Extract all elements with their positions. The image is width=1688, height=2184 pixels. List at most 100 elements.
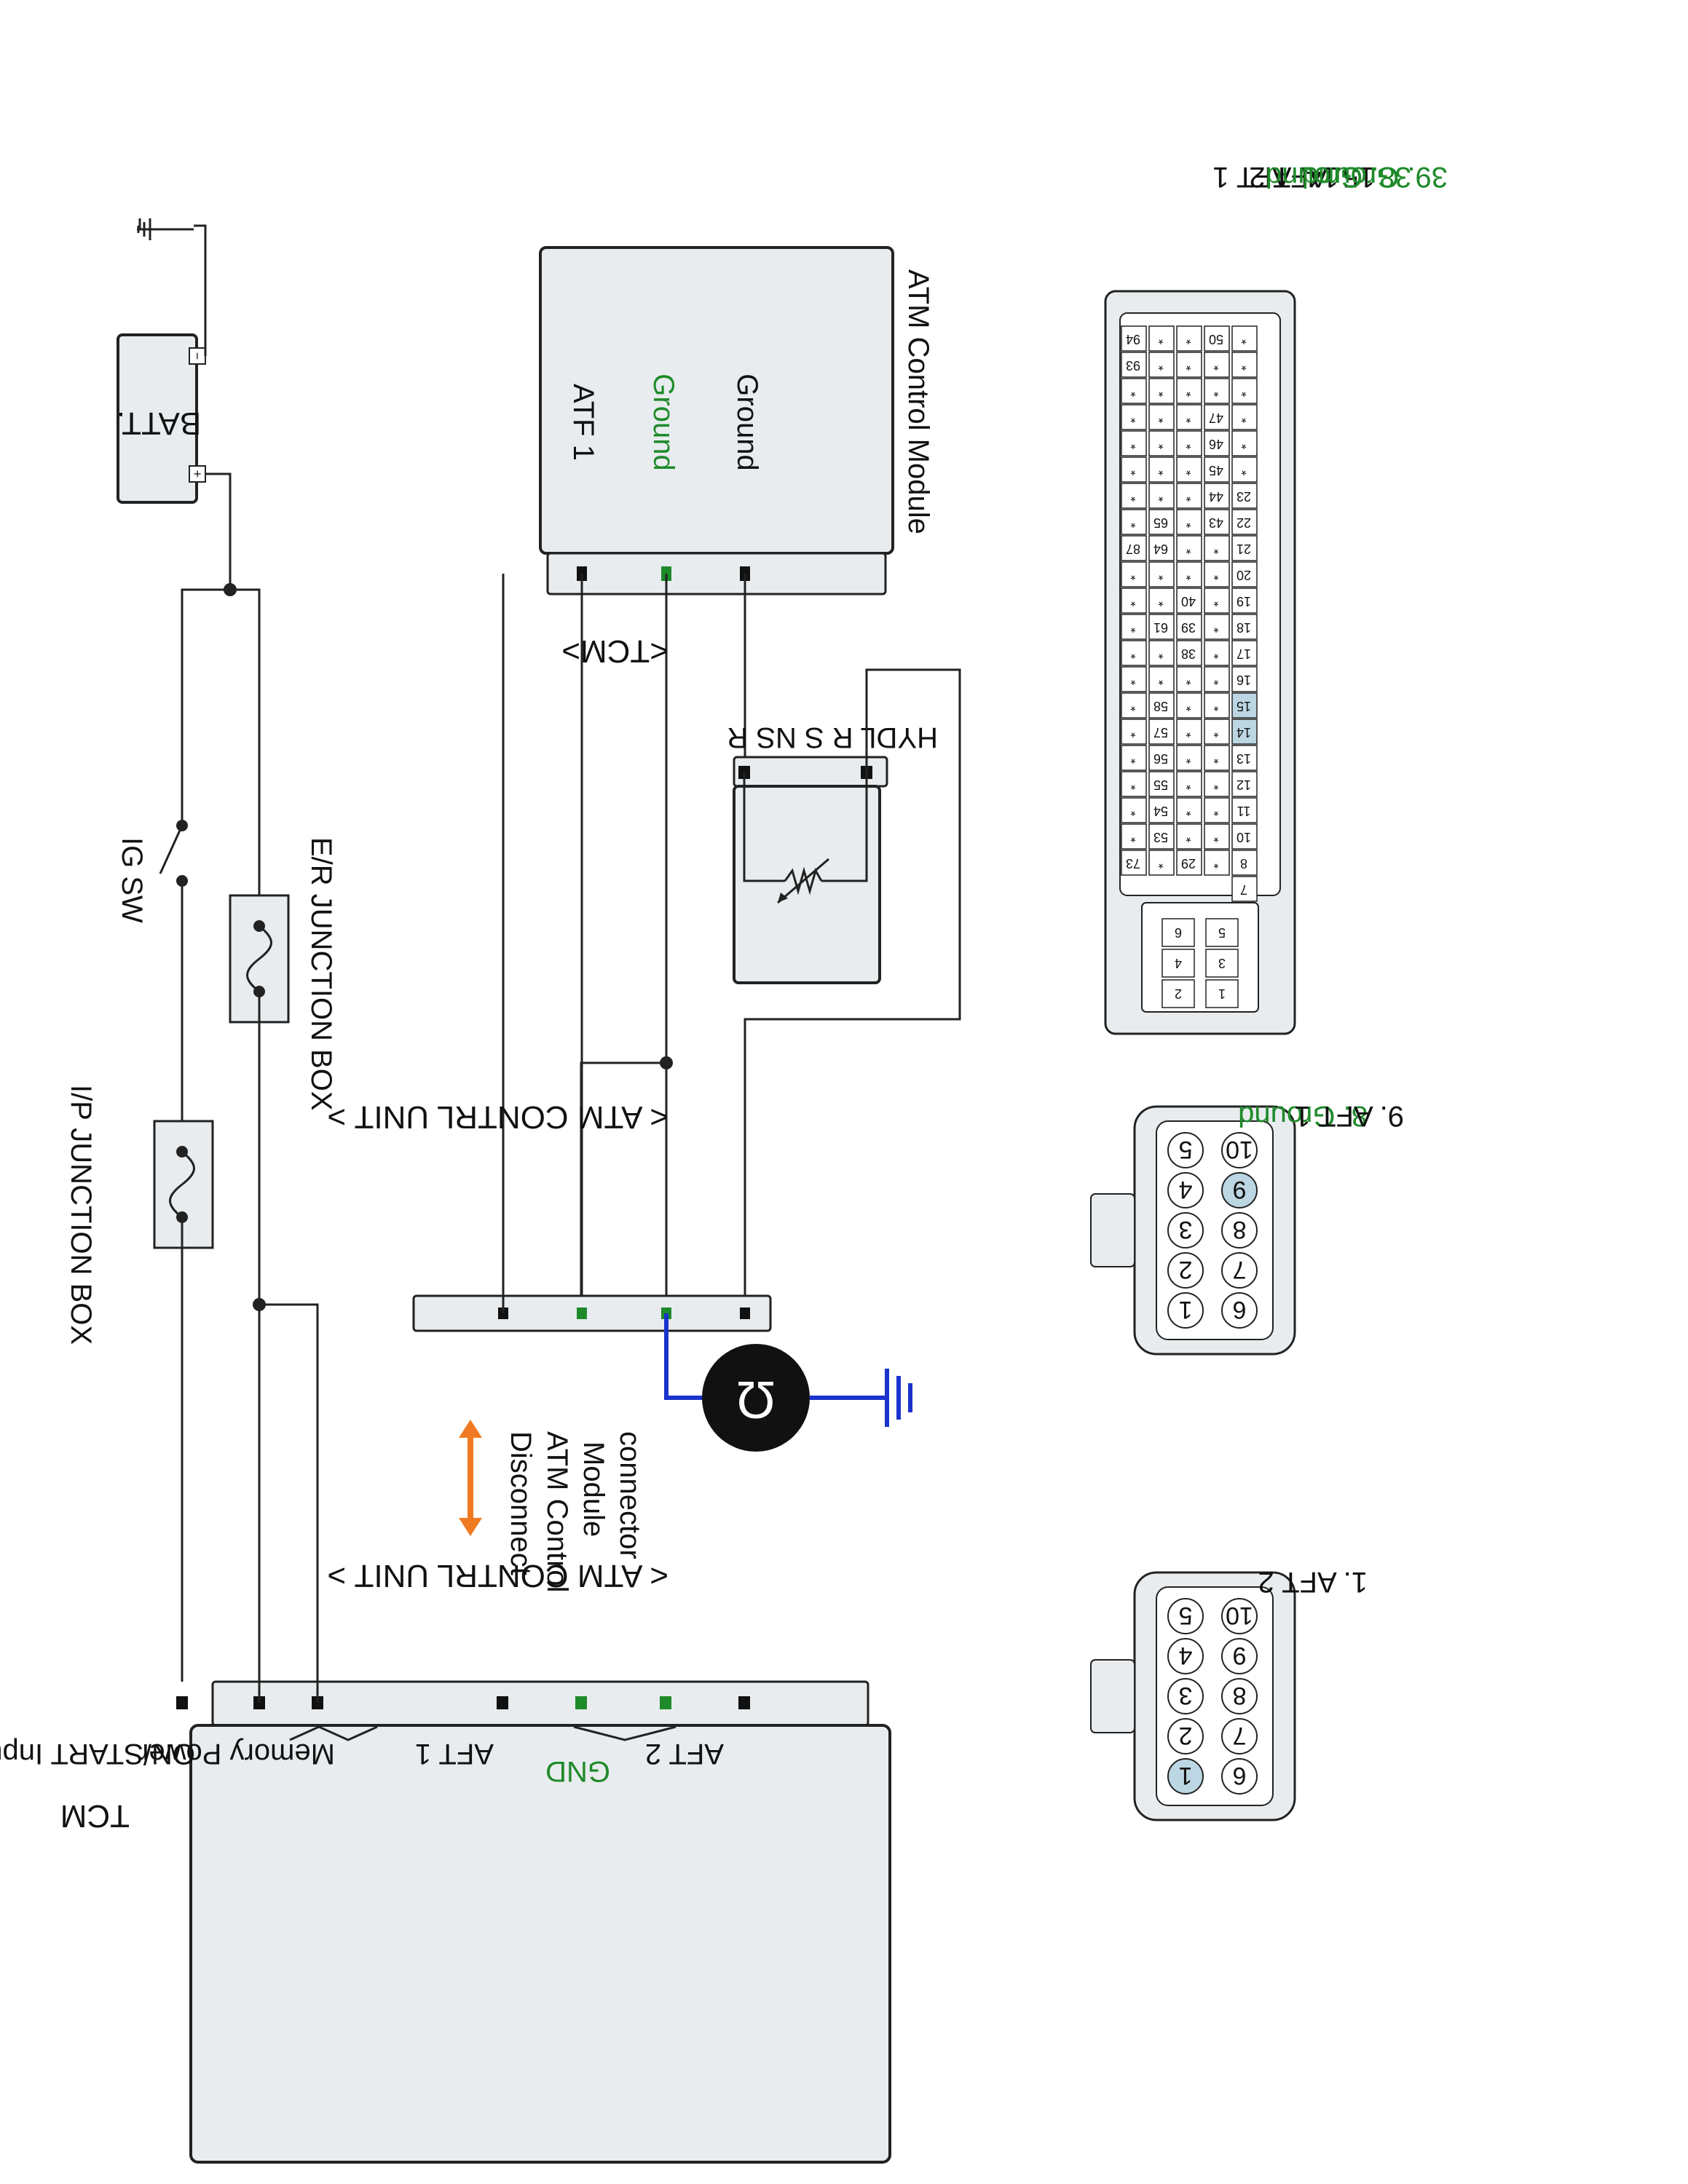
tcm-pin: * [1176, 719, 1202, 745]
atm-unit-pin: 5 [1167, 1598, 1204, 1634]
tcm-pin: * [1121, 561, 1147, 587]
tcm-pin: * [1204, 561, 1230, 587]
atm-unit-pin: 10 [1221, 1598, 1258, 1634]
svg-text:*: * [1186, 725, 1191, 740]
svg-text:94: 94 [1126, 332, 1140, 347]
svg-text:*: * [1186, 778, 1191, 792]
svg-text:*: * [1241, 358, 1246, 373]
tcm-pin: * [1148, 587, 1175, 614]
tcm-pin: * [1231, 352, 1258, 378]
svg-text:40: 40 [1181, 594, 1196, 609]
tcm-pin: 65 [1148, 509, 1175, 535]
svg-text:*: * [1158, 332, 1163, 347]
svg-text:43: 43 [1209, 515, 1223, 530]
svg-text:58: 58 [1153, 699, 1168, 713]
tcm-pin: * [1121, 719, 1147, 745]
svg-text:3: 3 [1179, 1682, 1193, 1709]
tcm-pin: * [1148, 561, 1175, 587]
tcm-pin: * [1204, 745, 1230, 771]
tcm-pin: * [1148, 430, 1175, 456]
svg-text:9: 9 [1233, 1176, 1247, 1203]
svg-text:29: 29 [1181, 856, 1196, 871]
atm-unit-b-title: < ATM CONTRL UNIT > [327, 1558, 669, 1594]
atm-unit-pin: 3 [1167, 1212, 1204, 1249]
svg-text:*: * [1213, 804, 1218, 818]
svg-text:*: * [1186, 699, 1191, 713]
svg-text:*: * [1213, 358, 1218, 373]
tcm-pin: * [1121, 378, 1147, 404]
svg-text:*: * [1158, 384, 1163, 399]
svg-text:10: 10 [1226, 1136, 1253, 1163]
disconnect-note: Disconnect ATM Control Module connector [459, 1420, 646, 1593]
svg-text:*: * [1186, 804, 1191, 818]
tcm-pin: 45 [1204, 456, 1230, 483]
tcm-pin-grid: 9493******87***********73*******6564**61… [1121, 325, 1258, 902]
tcm-power-pin: 3 [1205, 949, 1239, 978]
svg-text:*: * [1186, 515, 1191, 530]
svg-text:6: 6 [1233, 1296, 1247, 1324]
tcm-pin: 22 [1231, 509, 1258, 535]
tcm-pin: * [1148, 404, 1175, 430]
tcm-pin: 55 [1148, 771, 1175, 797]
tcm-pin: * [1121, 745, 1147, 771]
tcm-pin: 73 [1121, 850, 1147, 876]
svg-text:*: * [1186, 411, 1191, 425]
atm-module-title: ATM Control Module [902, 269, 934, 534]
svg-text:*: * [1130, 751, 1135, 766]
svg-text:10: 10 [1237, 830, 1251, 844]
svg-text:*: * [1213, 568, 1218, 582]
tcm-pin: * [1121, 587, 1147, 614]
svg-text:11: 11 [1237, 804, 1251, 818]
tcm-pin: * [1204, 850, 1230, 876]
svg-text:54: 54 [1153, 804, 1168, 818]
svg-text:93: 93 [1126, 358, 1140, 373]
svg-text:*: * [1158, 358, 1163, 373]
svg-text:2: 2 [1175, 986, 1182, 1001]
svg-text:*: * [1213, 725, 1218, 740]
hydl-label: HYDL R S NS R [727, 721, 938, 753]
svg-text:*: * [1158, 489, 1163, 504]
svg-text:*: * [1158, 568, 1163, 582]
atm-unit-pin: 4 [1167, 1172, 1204, 1208]
svg-text:21: 21 [1237, 542, 1251, 556]
svg-text:*: * [1186, 542, 1191, 556]
tcm-memory-label: Memory Power [139, 1738, 335, 1770]
tcm-pin: * [1148, 640, 1175, 666]
svg-text:15: 15 [1237, 699, 1251, 713]
tcm-pin: * [1204, 692, 1230, 719]
tcm-pin: 19 [1231, 587, 1258, 614]
tcm-pin: * [1231, 404, 1258, 430]
batt-label: BATT. [117, 405, 202, 441]
tcm-pin: * [1176, 535, 1202, 561]
atm-unit-pin: 7 [1221, 1252, 1258, 1289]
battery: BATT. − + [117, 218, 206, 504]
svg-text:8: 8 [1233, 1216, 1247, 1243]
svg-text:12: 12 [1237, 778, 1251, 792]
svg-text:39: 39 [1181, 620, 1196, 635]
tcm-pin: * [1121, 456, 1147, 483]
svg-text:16: 16 [1237, 673, 1251, 687]
tcm-pin: 12 [1231, 771, 1258, 797]
svg-text:*: * [1130, 411, 1135, 425]
tcm-pin: * [1176, 456, 1202, 483]
tcm-pin: * [1121, 797, 1147, 823]
svg-text:19: 19 [1237, 594, 1251, 609]
tcm-pin: 58 [1148, 692, 1175, 719]
svg-text:*: * [1213, 673, 1218, 687]
ig-switch: IG SW [116, 820, 188, 923]
battery-positive-wire [205, 472, 232, 590]
svg-text:*: * [1130, 568, 1135, 582]
tcm-pin: 16 [1231, 666, 1258, 692]
tcm-pin: * [1176, 666, 1202, 692]
tcm-pin: 8 [1231, 850, 1258, 876]
svg-text:*: * [1130, 594, 1135, 609]
tcm-pin: * [1204, 587, 1230, 614]
ip-junction-label: I/P JUNCTION BOX [65, 1085, 97, 1345]
svg-text:*: * [1213, 856, 1218, 871]
tcm-pin: 39 [1176, 614, 1202, 640]
tcm-pin: 64 [1148, 535, 1175, 561]
tcm-pin: * [1176, 771, 1202, 797]
